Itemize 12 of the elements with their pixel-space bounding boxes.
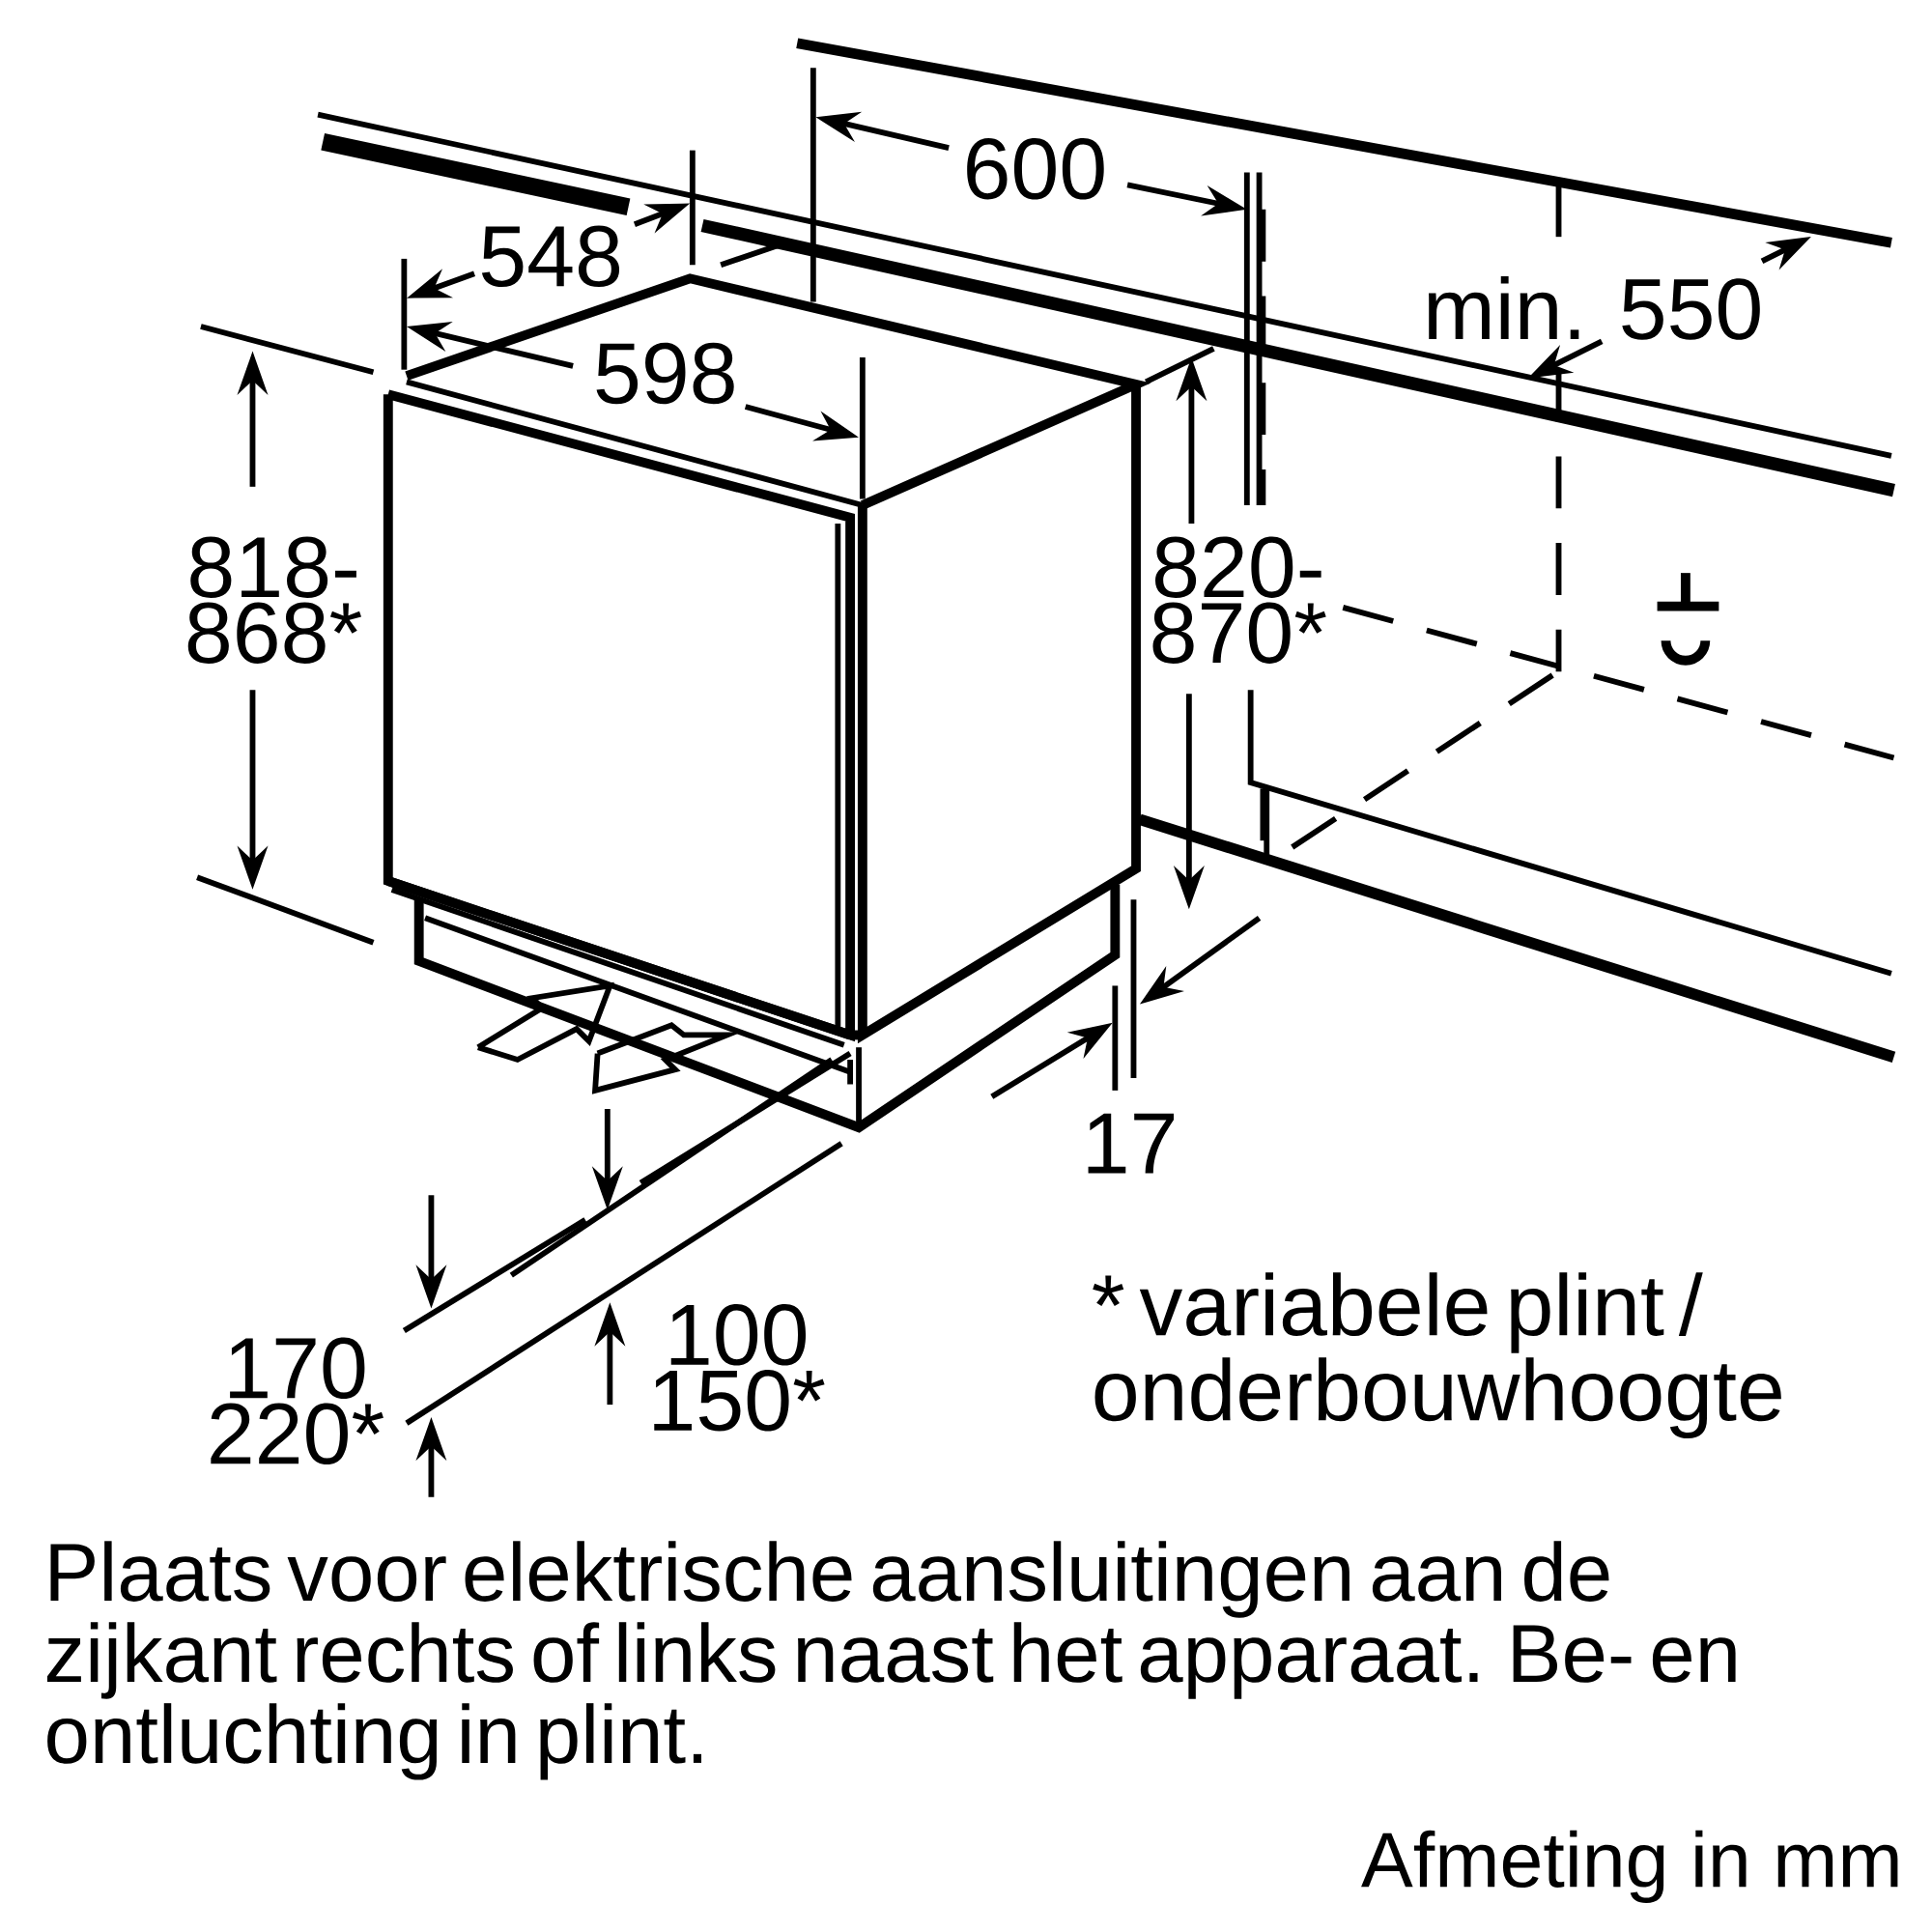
note: Plaats voor elektrische aansluitingen aan de zijkant rechts of links naast het apparaat. Be- en ontluchting in plint. <box>47 1541 1736 1780</box>
footnote: * variabele plint / onderbouwhoogte <box>1093 1272 1781 1438</box>
dimension-label: 598 <box>596 342 734 405</box>
dimension-label: 818- 868* <box>187 536 361 664</box>
unit-note: Afmeting in mm <box>1361 1830 1898 1904</box>
dimension-label: 100 150* <box>654 1304 825 1432</box>
dimension-label: 548 <box>481 225 620 288</box>
dimension-label: min. 550 <box>1429 275 1760 340</box>
dimension-label: 17 <box>1088 1113 1174 1174</box>
dimension-label: 170 220* <box>211 1337 384 1464</box>
dimension-label: 600 <box>967 138 1104 200</box>
dimension-label: 820- 870* <box>1152 536 1326 664</box>
